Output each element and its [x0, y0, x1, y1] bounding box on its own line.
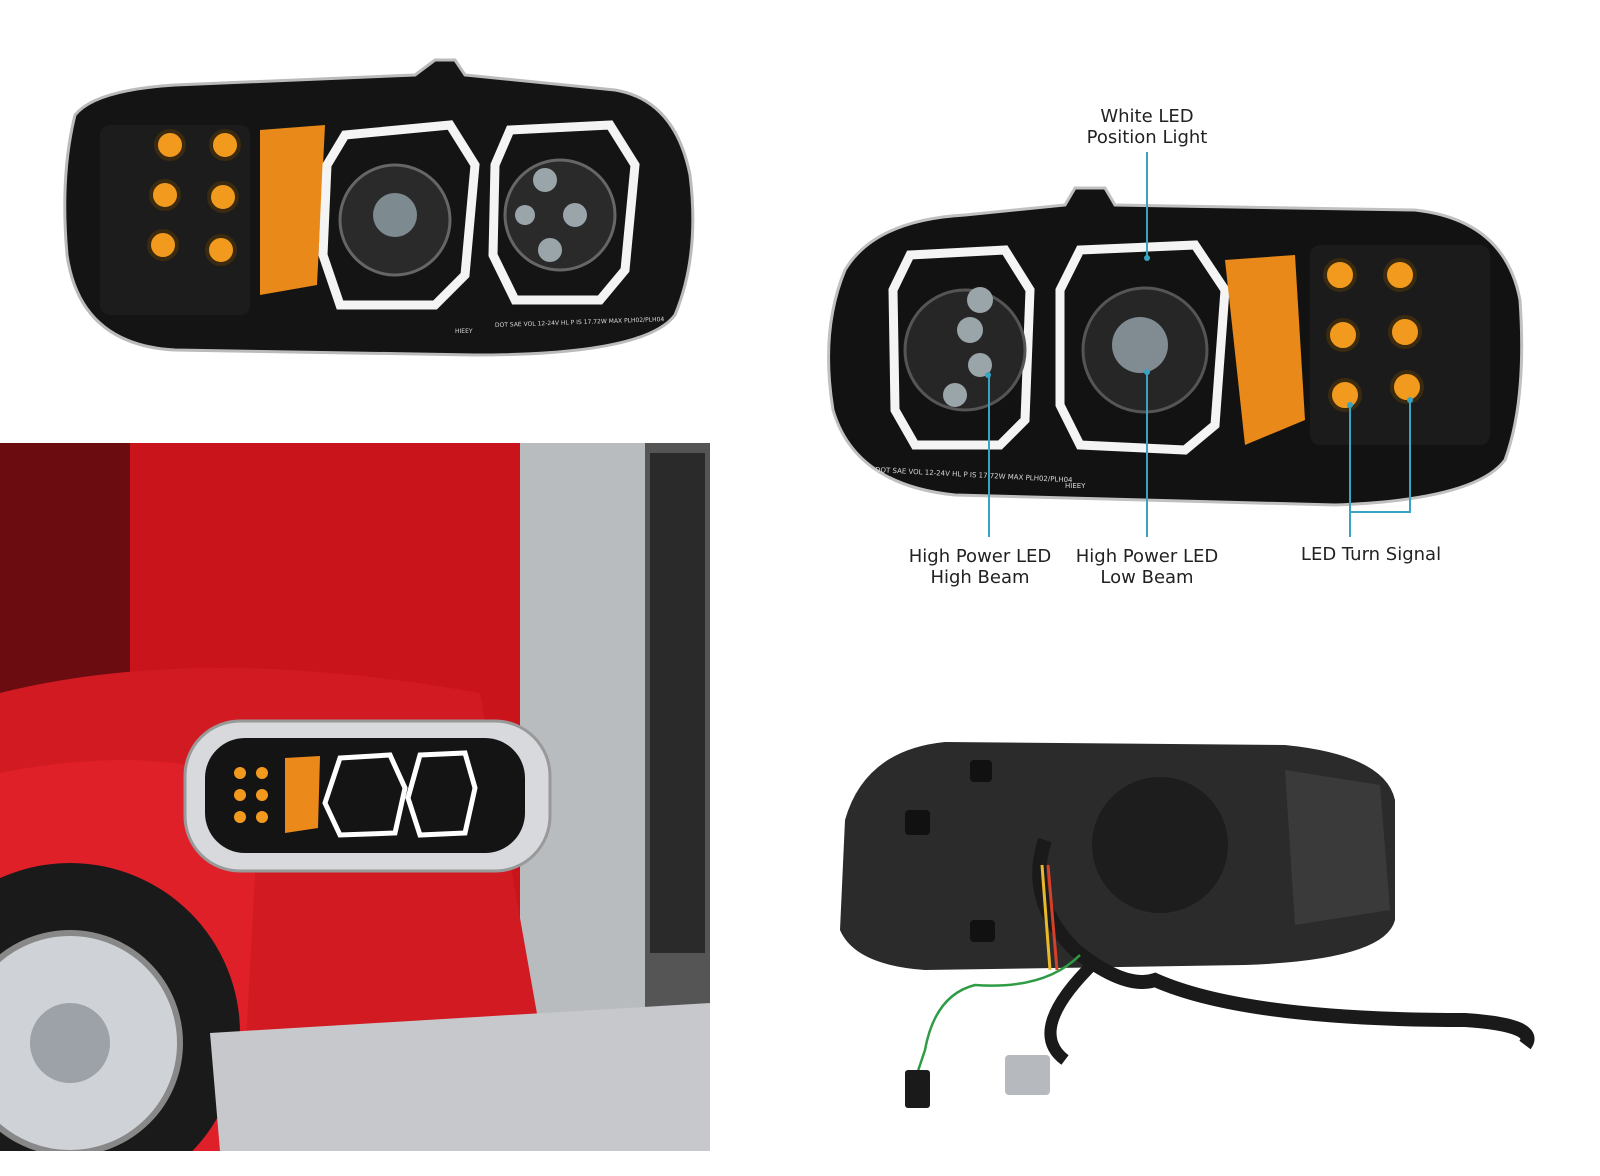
callout-dot [1144, 369, 1150, 375]
callout-line-low-beam [1146, 372, 1148, 537]
callout-dot [1144, 255, 1150, 261]
callout-line2: Low Beam [1100, 567, 1194, 588]
headlight-annotated-image: DOT SAE VOL 12-24V HL P IS 17.72W MAX PL… [815, 180, 1530, 515]
callout-turn-signal: LED Turn Signal [1301, 544, 1441, 565]
callout-line1: LED Turn Signal [1300, 544, 1442, 565]
callout-line-high-beam [988, 375, 990, 537]
callout-line2: Position Light [1086, 127, 1208, 148]
callout-position-light: White LED Position Light [1087, 106, 1208, 148]
callout-line2: High Beam [930, 567, 1030, 588]
truck-installed-photo [0, 443, 710, 1151]
callout-line1: White LED [1100, 106, 1194, 127]
callout-low-beam: High Power LED Low Beam [1076, 546, 1219, 588]
callout-line-turn-signal-bracket [1349, 511, 1411, 513]
callout-line-turn-signal-left [1349, 405, 1351, 537]
callout-line1: High Power LED [908, 546, 1052, 567]
callout-dot [1407, 397, 1413, 403]
headlight-front-view-image: DOT SAE VOL 12-24V HL P IS 17.72W MAX PL… [55, 55, 700, 365]
callout-dot [985, 372, 991, 378]
callout-line1: High Power LED [1075, 546, 1219, 567]
callout-dot [1347, 402, 1353, 408]
callout-line-turn-signal-right [1409, 400, 1411, 512]
headlight-rear-view-image [825, 730, 1550, 1115]
callout-high-beam: High Power LED High Beam [909, 546, 1052, 588]
lens-brand-marking: HIEEY [455, 328, 473, 335]
callout-line-position-light [1146, 152, 1148, 257]
lens-brand-marking: HIEEY [1065, 482, 1086, 490]
